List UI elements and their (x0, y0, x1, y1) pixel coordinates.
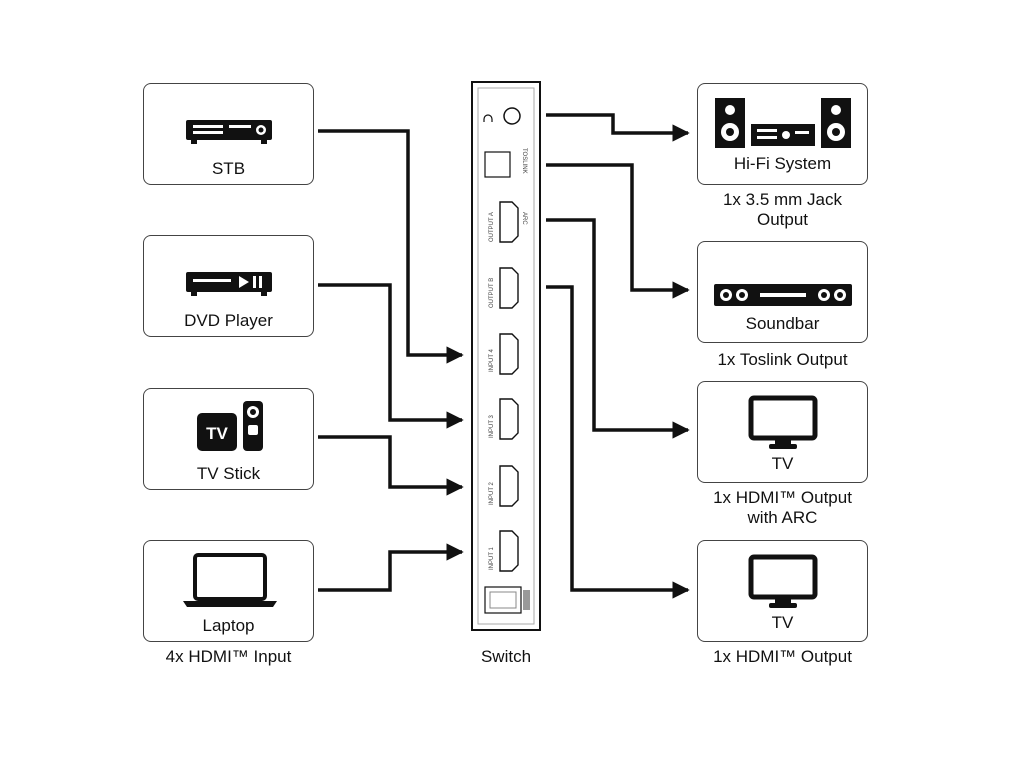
tv-label: TV (771, 613, 794, 632)
output-a-port-label: OUTPUT A (489, 212, 495, 242)
laptop-icon (183, 553, 277, 607)
tv-arc-caption-line-1: 1x HDMI™ Output (713, 488, 852, 507)
jack-to-hifi-line (546, 113, 690, 142)
input-3-port-label: INPUT 3 (489, 414, 495, 438)
soundbar-icon (714, 284, 852, 306)
input-4-port-label: INPUT 4 (489, 348, 495, 372)
tv-arc-caption-line-2: with ARC (747, 508, 818, 527)
laptop-device-box: Laptop (143, 540, 314, 642)
dvd-device-box: DVD Player (143, 235, 314, 337)
stb-device-box: STB (143, 83, 314, 185)
inputs-caption: 4x HDMI™ Input (165, 647, 292, 666)
stb-to-input-4-line (318, 129, 464, 364)
toslink-port-label: TOSLINK (521, 148, 527, 174)
tv-caption: 1x HDMI™ Output (713, 647, 852, 666)
input-connectors (318, 129, 464, 592)
hifi-label: Hi-Fi System (733, 154, 832, 173)
tv-icon (748, 395, 818, 449)
tvstick-to-input-2-line (318, 435, 464, 496)
dvd-player-icon (186, 272, 272, 296)
laptop-label: Laptop (202, 616, 255, 635)
soundbar-label: Soundbar (745, 314, 820, 333)
tv-icon (748, 554, 818, 608)
input-2-port (499, 465, 519, 507)
tv-stick-icon-text: TV (206, 424, 228, 443)
input-2-port-label: INPUT 2 (489, 481, 495, 505)
stb-label: STB (211, 159, 246, 178)
input-1-port-label: INPUT 1 (489, 546, 495, 570)
power-port (484, 586, 530, 614)
hifi-caption: 1x 3.5 mm Jack Output (697, 190, 868, 230)
tv-device-box: TV (697, 540, 868, 642)
output-b-port-label: OUTPUT B (489, 278, 495, 308)
toslink-to-soundbar-line (546, 163, 690, 299)
input-3-port (499, 398, 519, 440)
output-a-to-tv-arc-line (546, 218, 690, 439)
hifi-system-icon (715, 98, 851, 148)
dvd-label: DVD Player (184, 311, 273, 330)
tv-arc-caption: 1x HDMI™ Output with ARC (697, 488, 868, 528)
tv-stick-icon: TV (197, 401, 263, 451)
hifi-caption-line-1: 1x 3.5 mm Jack (722, 190, 843, 209)
arc-port-label: ARC (521, 212, 527, 225)
tv-arc-label: TV (771, 454, 794, 473)
switch-device: TOSLINK OUTPUT A ARC OUTPUT B INPUT 4 IN… (471, 81, 541, 631)
laptop-to-input-1-line (318, 543, 464, 592)
tv-arc-device-box: TV (697, 381, 868, 483)
dvd-to-input-3-line (318, 283, 464, 429)
set-top-box-icon (186, 120, 272, 144)
tvstick-label: TV Stick (196, 464, 261, 483)
tvstick-device-box: TV TV Stick (143, 388, 314, 490)
headphone-jack-port (483, 107, 521, 125)
hifi-caption-line-2: Output (756, 210, 809, 229)
headphone-icon (483, 114, 493, 122)
output-connectors (546, 113, 690, 599)
input-1-port (499, 530, 519, 572)
soundbar-caption: 1x Toslink Output (717, 350, 848, 369)
soundbar-device-box: Soundbar (697, 241, 868, 343)
output-a-port (499, 201, 519, 243)
output-b-to-tv-line (546, 285, 690, 599)
output-b-port (499, 267, 519, 309)
hifi-device-box: Hi-Fi System (697, 83, 868, 185)
toslink-port: TOSLINK (484, 148, 527, 178)
input-4-port (499, 333, 519, 375)
switch-caption: Switch (480, 647, 532, 666)
